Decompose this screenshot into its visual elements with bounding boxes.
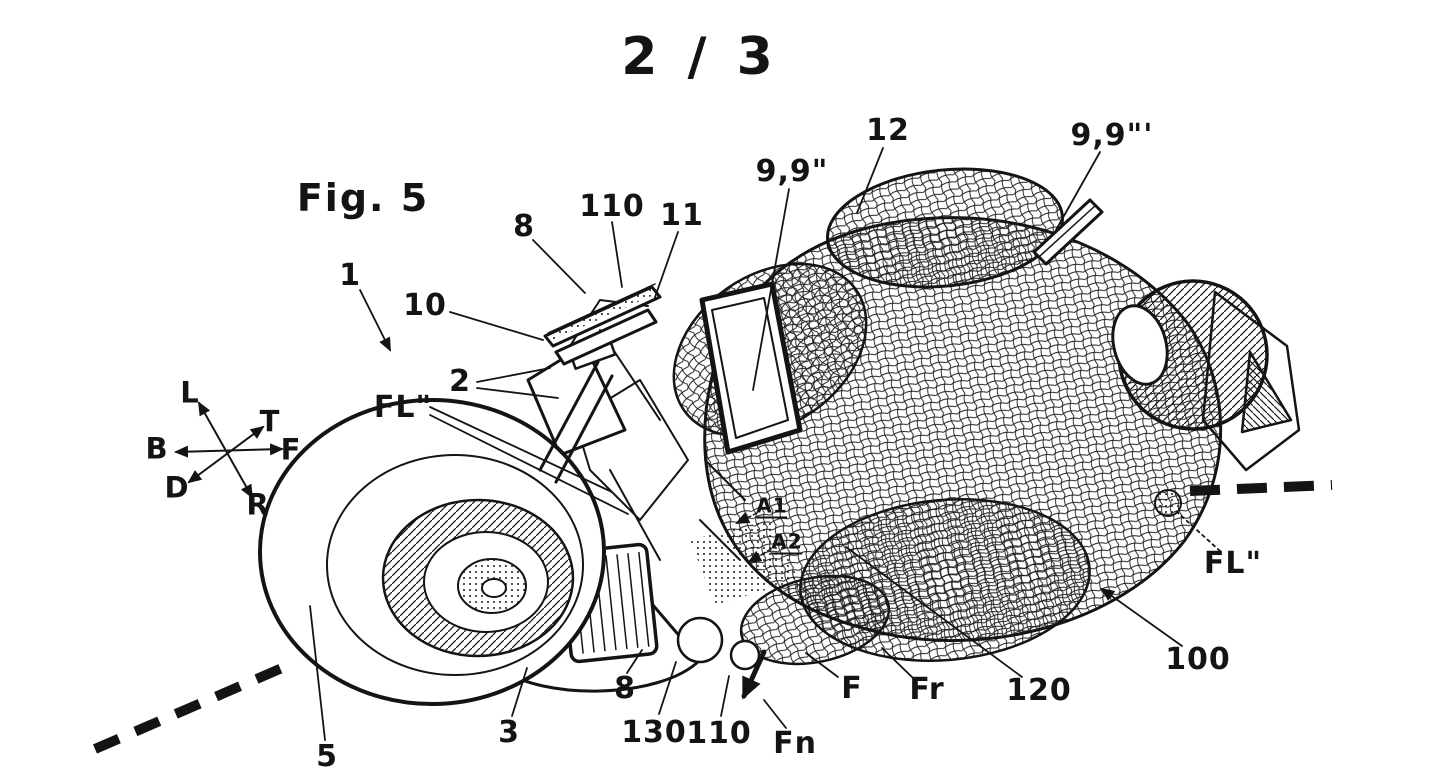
- ref-label-110-top: 110: [579, 189, 645, 224]
- rider-shoulder-hump: [825, 167, 1065, 289]
- dashed-centerline: [1189, 480, 1333, 496]
- sheet-number: 2 / 3: [621, 27, 779, 87]
- ref-label-3: 3: [498, 715, 520, 750]
- compass-letter-F: F: [280, 432, 302, 467]
- leader-lines: [309, 147, 1221, 741]
- ref-label-100: 100: [1165, 642, 1231, 677]
- ref-label-a2: A2: [771, 529, 803, 555]
- ref-label-110-bottom: 110: [686, 716, 752, 751]
- ref-label-10: 10: [403, 288, 447, 323]
- helmet-visor: [1111, 304, 1169, 386]
- right-mirror: [1032, 198, 1104, 266]
- ref-label-2: 2: [449, 364, 471, 399]
- ref-label-a1: A1: [756, 493, 788, 519]
- ref-label-9-9-dp: 9,9": [755, 154, 829, 189]
- compass-letter-D: D: [164, 470, 190, 505]
- ref-label-120: 120: [1006, 673, 1072, 708]
- ref-label-130: 130: [621, 715, 687, 750]
- ref-label-1: 1: [339, 258, 361, 293]
- windscreen: [543, 283, 662, 366]
- stipple-zone: [690, 489, 1182, 605]
- ref-label-fr: Fr: [909, 672, 945, 707]
- ref-label-f: F: [841, 671, 863, 706]
- ref-label-fn: Fn: [773, 726, 817, 761]
- compass-arrows: [174, 401, 284, 499]
- compass-letter-T: T: [259, 404, 281, 439]
- front-fork: [538, 360, 614, 484]
- fl-right-stipple: [1154, 489, 1182, 517]
- front-wheel: [258, 398, 606, 706]
- ref-label-11: 11: [660, 198, 704, 233]
- figure-label: Fig. 5: [296, 176, 430, 220]
- rider-figure: [672, 167, 1269, 666]
- ref-label-8-top: 8: [513, 209, 535, 244]
- ref-label-12: 12: [866, 113, 910, 148]
- ref-label-9-9-tp: 9,9"': [1070, 118, 1154, 153]
- instrument-panel: [699, 281, 803, 455]
- force-arrow: [741, 649, 767, 700]
- ref-label-5: 5: [316, 739, 338, 774]
- ref-label-8-bottom: 8: [614, 671, 636, 706]
- ref-label-fl-right: FL": [1203, 546, 1263, 581]
- ref-label-fl-left: FL": [373, 390, 433, 425]
- compass-letter-R: R: [246, 487, 270, 522]
- compass-letter-B: B: [145, 431, 169, 466]
- compass-letter-L: L: [180, 375, 200, 410]
- ground-dash-line: [93, 663, 284, 754]
